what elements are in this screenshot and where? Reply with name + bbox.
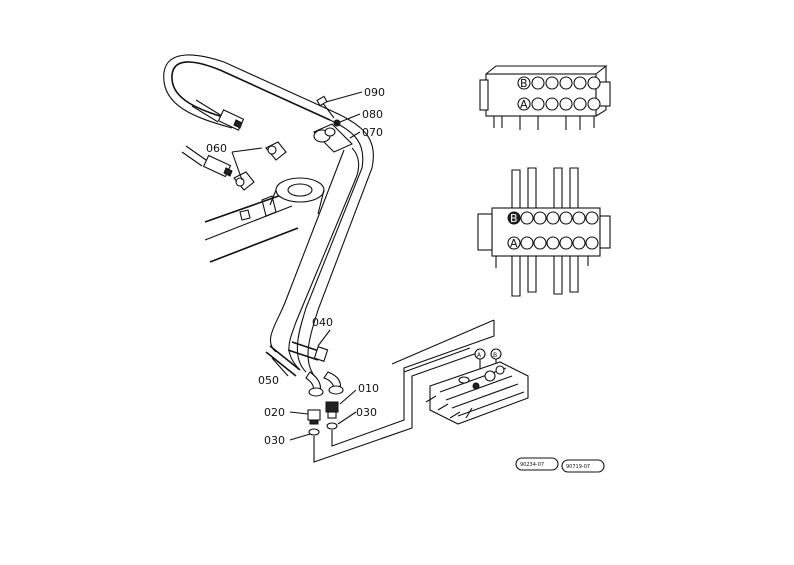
hose-clamp-assembly: [313, 95, 353, 153]
callout-030-left: 030: [264, 434, 285, 447]
valve-spool-circle: [585, 211, 599, 225]
valve-spool-circle: [585, 236, 599, 250]
valve-spool-circle: [572, 236, 586, 250]
callout-080: 080: [362, 108, 383, 121]
port-mark-a-top: A: [520, 98, 528, 111]
valve-spool-circle: [531, 76, 545, 90]
valve-schematic-top: [479, 65, 611, 130]
valve-spool-circle: [545, 97, 559, 111]
ref-tag-2: 90719-07: [566, 464, 590, 470]
port-mark-b-front: B: [510, 212, 518, 225]
callout-020: 020: [264, 406, 285, 419]
port-mark-a-valve: A: [477, 352, 482, 359]
callout-090: 090: [364, 86, 385, 99]
ref-tag-1: 90234-07: [520, 462, 544, 468]
port-mark-a-front: A: [510, 237, 518, 250]
control-valve-block: [425, 348, 529, 425]
callout-060: 060: [206, 142, 227, 155]
valve-spool-circle: [520, 236, 534, 250]
callout-040: 040: [312, 316, 333, 329]
valve-spool-circle: [545, 76, 559, 90]
valve-spool-circle: [531, 97, 545, 111]
steel-pipes: [265, 111, 374, 397]
valve-spool-circle: [520, 211, 534, 225]
boom-arm-structure: [204, 177, 325, 263]
valve-spool-circle: [546, 236, 560, 250]
leader-lines: [231, 91, 363, 441]
callout-050: 050: [258, 374, 279, 387]
valve-spool-circle: [559, 236, 573, 250]
callout-030-right: 030: [356, 406, 377, 419]
valve-spool-circle: [572, 211, 586, 225]
valve-spool-circle: [587, 97, 601, 111]
cylinder-hoses: [163, 54, 335, 191]
valve-spool-circle: [546, 211, 560, 225]
reference-tags: 90234-07 90719-07: [515, 457, 605, 473]
valve-spool-circle: [559, 211, 573, 225]
valve-spool-circle: [559, 76, 573, 90]
callout-070: 070: [362, 126, 383, 139]
valve-schematic-front: [477, 167, 611, 297]
callout-010: 010: [358, 382, 379, 395]
valve-spool-circle: [559, 97, 573, 111]
adapter-fittings: [307, 401, 339, 436]
valve-spool-circle: [533, 236, 547, 250]
valve-spool-circle: [587, 76, 601, 90]
port-mark-b-top: B: [520, 77, 528, 90]
valve-spool-circle: [533, 211, 547, 225]
port-mark-b-valve: B: [493, 352, 497, 359]
valve-spool-circle: [573, 97, 587, 111]
valve-spool-circle: [573, 76, 587, 90]
